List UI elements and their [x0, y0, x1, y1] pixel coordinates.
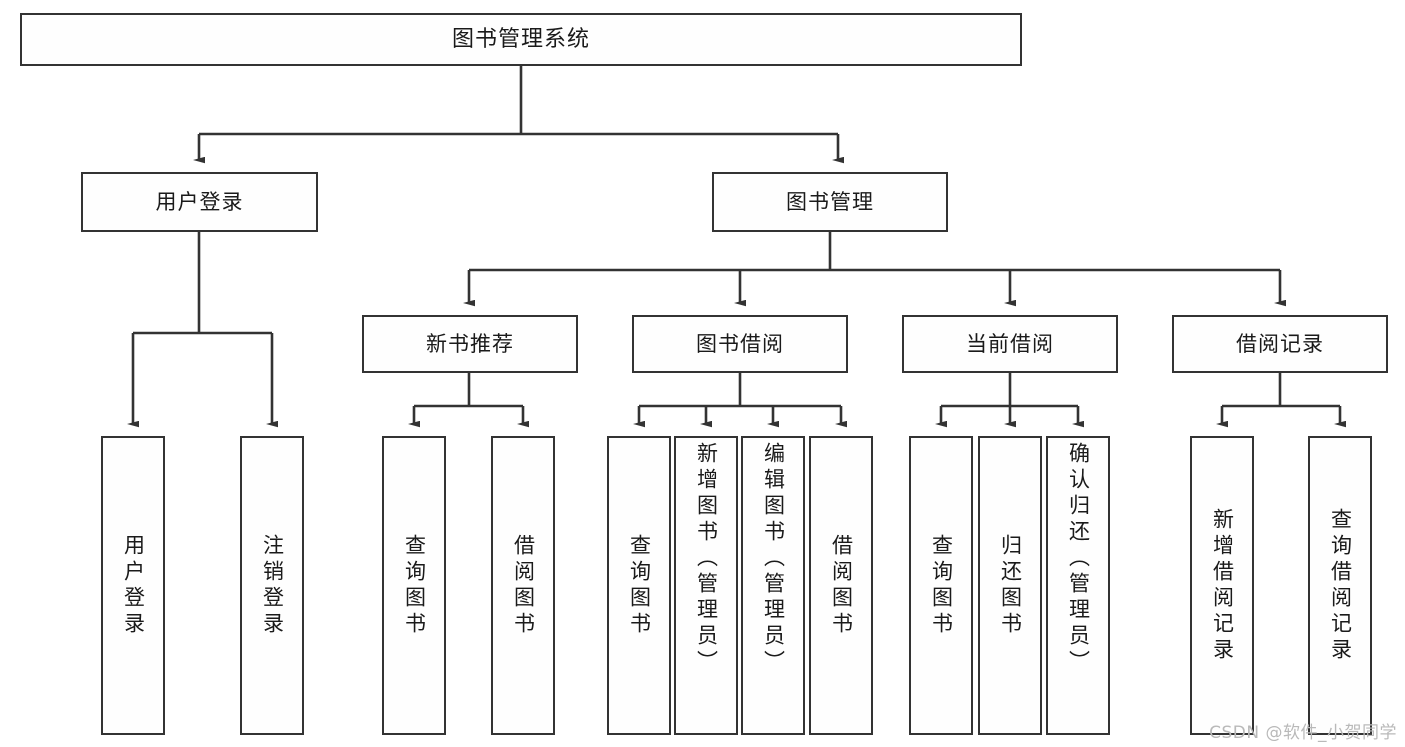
node-label: 新增借阅记录	[1210, 507, 1235, 664]
node-current-borrowing[interactable]: 当前借阅	[902, 315, 1118, 373]
node-leaf-borrow-book[interactable]: 借阅图书	[809, 436, 873, 735]
node-label: 当前借阅	[966, 331, 1054, 356]
node-label: 查询图书	[627, 533, 652, 638]
node-label: 图书管理系统	[451, 26, 590, 52]
node-root-book-management-system[interactable]: 图书管理系统	[20, 13, 1022, 66]
node-leaf-query-book-newbook[interactable]: 查询图书	[382, 436, 446, 735]
node-label: 查询图书	[402, 533, 427, 638]
node-label: 新书推荐	[426, 331, 514, 356]
node-leaf-confirm-return-admin[interactable]: 确认归还（管理员）	[1046, 436, 1110, 735]
node-leaf-return-book[interactable]: 归还图书	[978, 436, 1042, 735]
node-label: 查询图书	[929, 533, 954, 638]
node-leaf-query-book-borrow[interactable]: 查询图书	[607, 436, 671, 735]
node-user-login[interactable]: 用户登录	[81, 172, 318, 232]
node-label: 新增图书（管理员）	[694, 442, 719, 676]
node-leaf-query-book-current[interactable]: 查询图书	[909, 436, 973, 735]
node-label: 确认归还（管理员）	[1066, 442, 1091, 676]
node-leaf-edit-book-admin[interactable]: 编辑图书（管理员）	[741, 436, 805, 735]
node-label: 用户登录	[121, 533, 146, 638]
node-new-book-recommendation[interactable]: 新书推荐	[362, 315, 578, 373]
node-label: 图书管理	[786, 189, 874, 214]
node-label: 注销登录	[260, 533, 285, 638]
node-label: 借阅图书	[829, 533, 854, 638]
node-label: 图书借阅	[696, 331, 784, 356]
node-leaf-add-borrow-record[interactable]: 新增借阅记录	[1190, 436, 1254, 735]
node-label: 用户登录	[155, 189, 244, 214]
node-label: 编辑图书（管理员）	[761, 442, 786, 676]
node-label: 查询借阅记录	[1328, 507, 1353, 664]
csdn-watermark: CSDN @软件_小贺同学	[1209, 723, 1397, 743]
node-borrowing-record[interactable]: 借阅记录	[1172, 315, 1388, 373]
node-leaf-logout[interactable]: 注销登录	[240, 436, 304, 735]
node-book-management[interactable]: 图书管理	[712, 172, 948, 232]
node-leaf-query-borrow-record[interactable]: 查询借阅记录	[1308, 436, 1372, 735]
node-leaf-add-book-admin[interactable]: 新增图书（管理员）	[674, 436, 738, 735]
node-leaf-user-login[interactable]: 用户登录	[101, 436, 165, 735]
node-label: 归还图书	[998, 533, 1023, 638]
node-label: 借阅图书	[511, 533, 536, 638]
node-book-borrowing[interactable]: 图书借阅	[632, 315, 848, 373]
node-label: 借阅记录	[1236, 331, 1324, 356]
node-leaf-borrow-book-newbook[interactable]: 借阅图书	[491, 436, 555, 735]
